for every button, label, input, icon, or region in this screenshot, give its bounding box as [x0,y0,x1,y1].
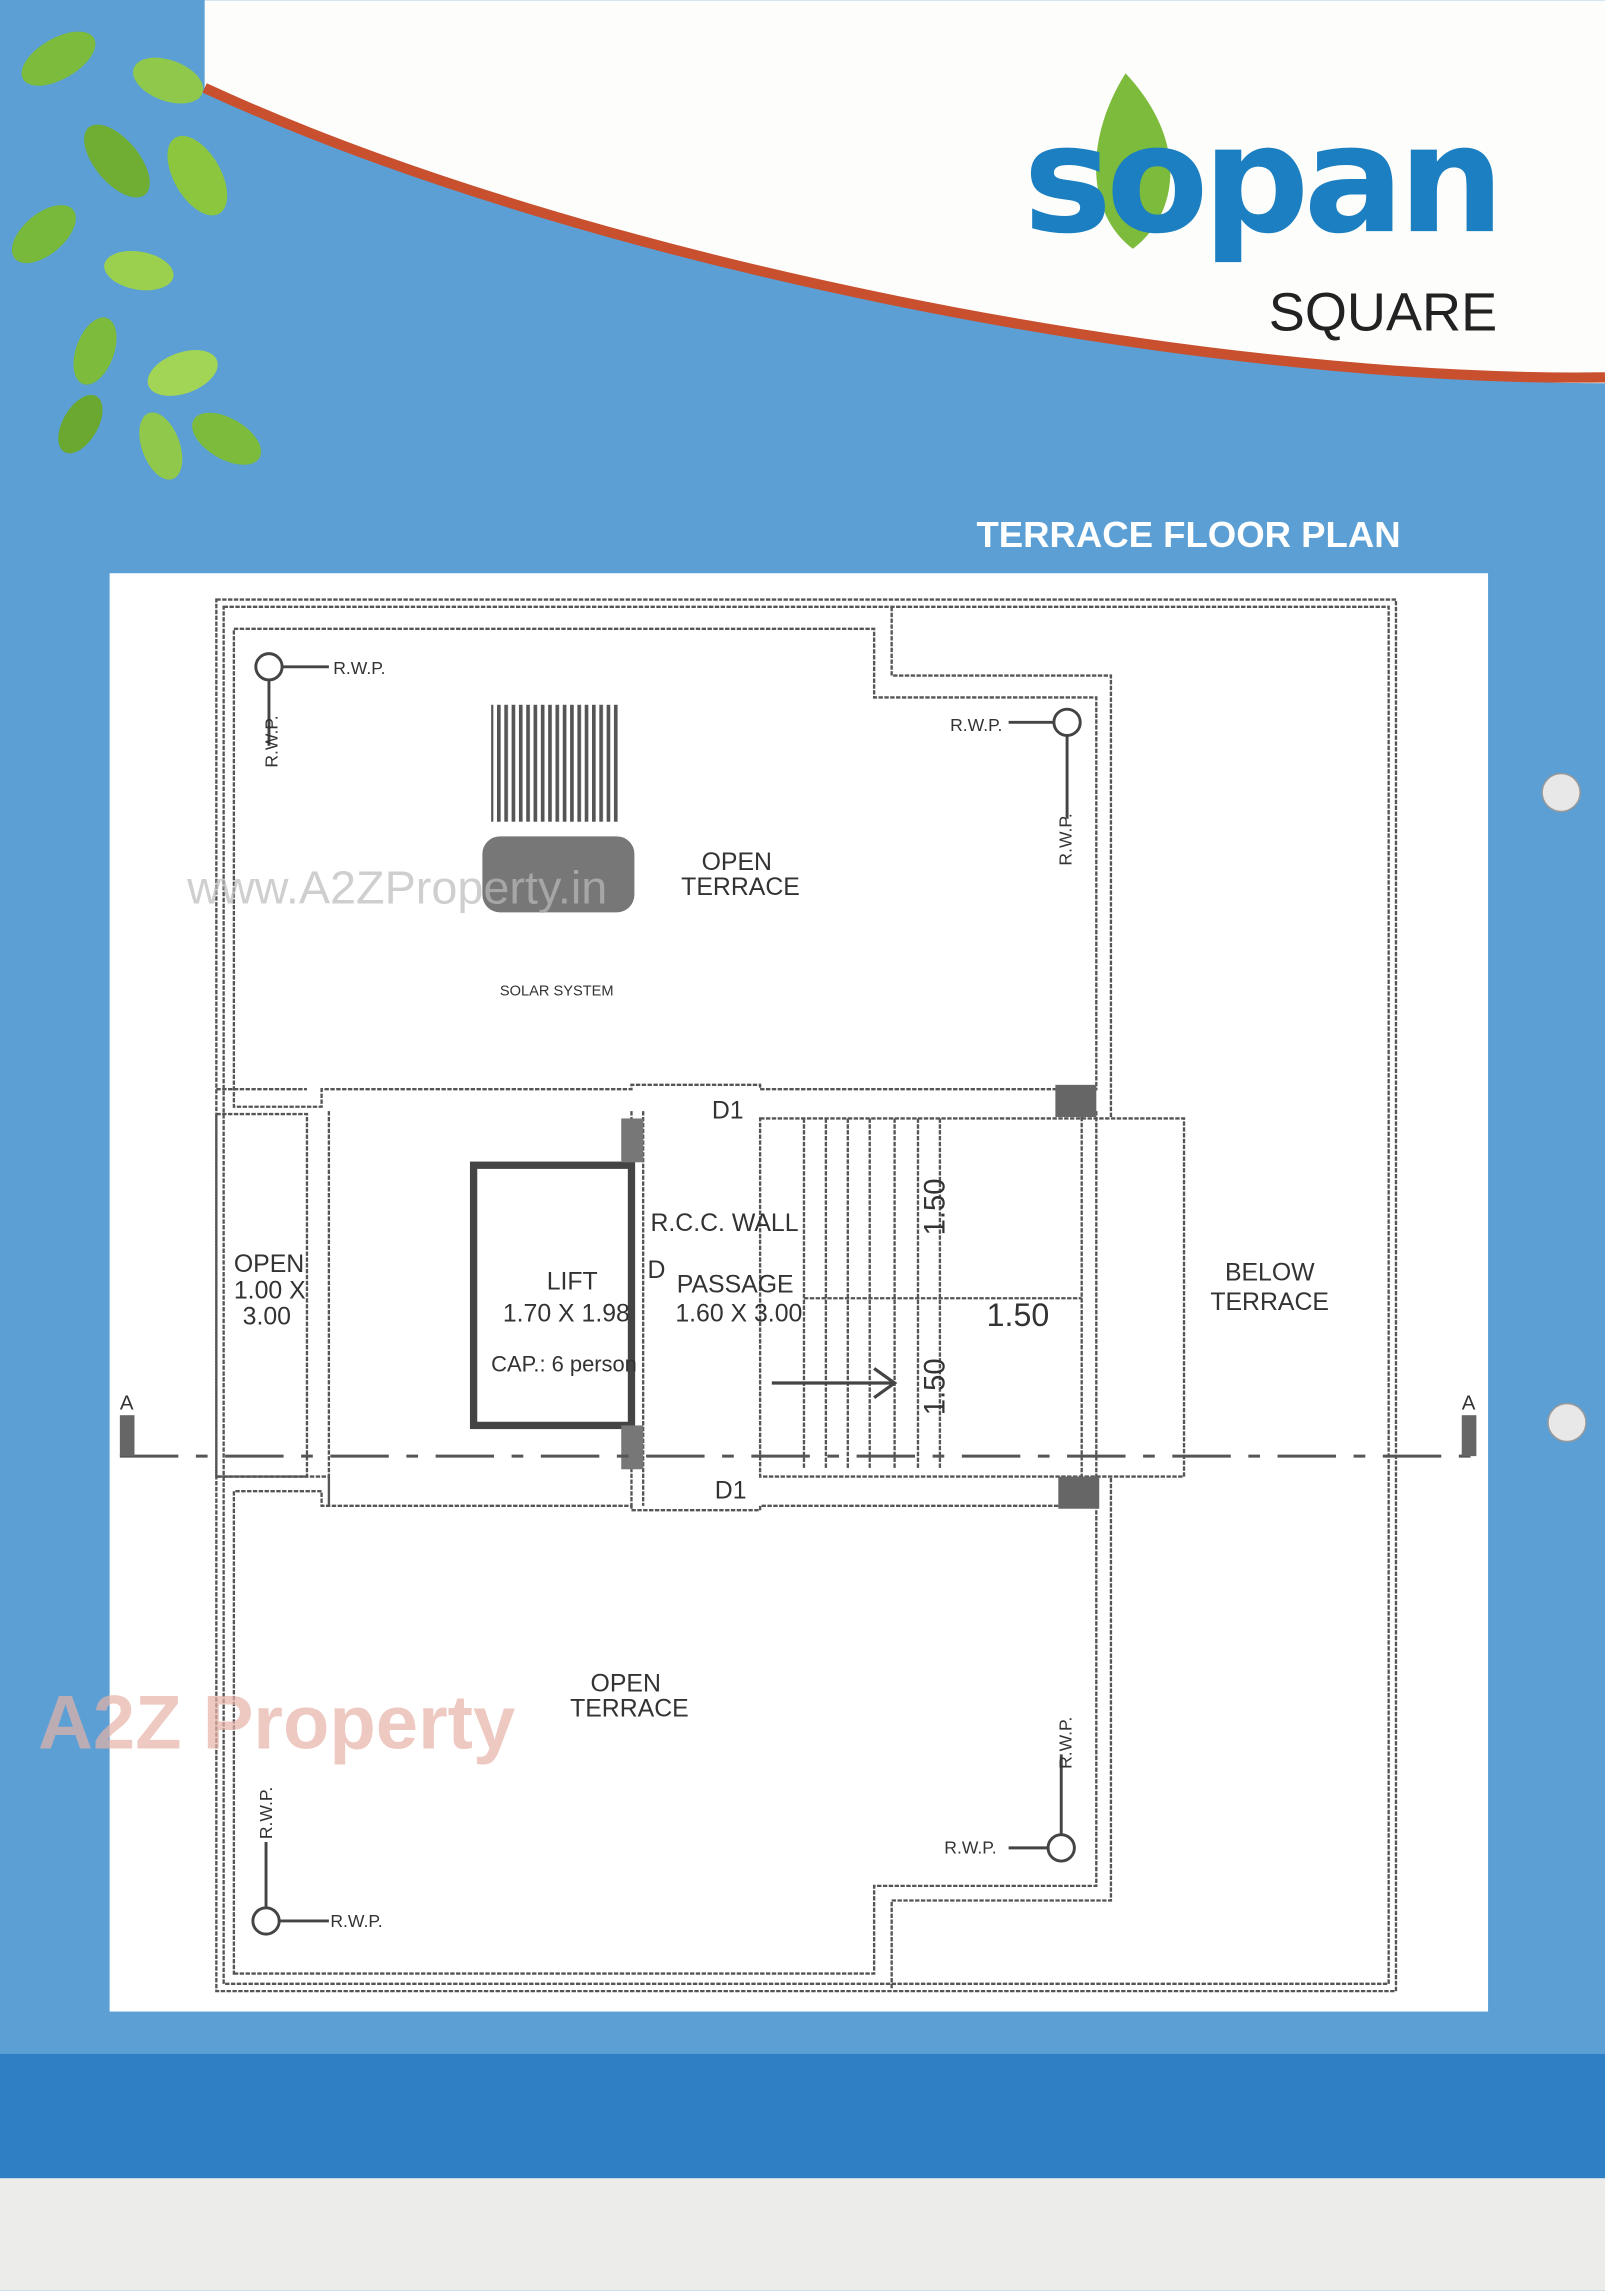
passage-label: PASSAGE [677,1271,794,1298]
header-red-curve [202,83,1605,383]
rcc-wall-label: R.C.C. WALL [650,1210,798,1237]
open-duct-label: OPEN [234,1251,304,1278]
rwp-label: R.W.P. [256,1787,276,1839]
leaf-logo-icon [1096,73,1171,249]
rwp-label: R.W.P. [333,658,385,678]
open-duct-label: 3.00 [243,1304,291,1331]
footer-paper [0,2178,1605,2291]
below-terrace-label: TERRACE [1210,1289,1329,1316]
punch-hole [1547,1402,1587,1443]
watermark-brand: A2Z Property [38,1680,515,1765]
solar-system-label: SOLAR SYSTEM [500,984,614,1000]
rwp-label: R.W.P. [1055,1717,1075,1769]
door-d-label: D [648,1257,666,1284]
rwp-label: R.W.P. [944,1838,996,1858]
section-mark: A [120,1391,134,1414]
door-d1-label: D1 [712,1097,744,1124]
rwp-label: R.W.P. [1055,813,1075,865]
dimension-label: 1.50 [919,1179,951,1236]
brand-name: sopan [1023,94,1498,267]
open-duct-label: 1.00 X [234,1277,306,1304]
lift-label: LIFT [547,1268,598,1295]
below-terrace-label: BELOW [1225,1260,1315,1287]
header-white-area [0,0,1605,384]
open-terrace-label: TERRACE [570,1695,689,1722]
page-title: TERRACE FLOOR PLAN [976,514,1400,555]
rwp-label: R.W.P. [330,1911,382,1931]
section-mark: A [1462,1391,1476,1414]
footer-band [0,2053,1605,2179]
dimension-label: 1.50 [987,1297,1050,1333]
floor-plan-drawing [119,598,1477,1993]
passage-size: 1.60 X 3.00 [675,1301,802,1328]
punch-hole [1541,772,1581,813]
lift-capacity: CAP.: 6 person [491,1351,637,1376]
door-d1-label: D1 [715,1478,747,1505]
open-terrace-label: OPEN [591,1670,661,1697]
floor-plan-panel [109,573,1489,2012]
open-terrace-label: OPEN [702,849,772,876]
brand-logo: sopan SQUARE [1023,73,1504,343]
leaves-decoration-icon [11,31,262,480]
brand-sub: SQUARE [1269,283,1497,343]
open-terrace-label: TERRACE [681,874,800,901]
solar-tank-icon [482,836,635,913]
rwp-label: R.W.P. [262,715,282,767]
solar-panel-icon [491,704,620,822]
dimension-label: 1.50 [919,1358,951,1415]
rwp-label: R.W.P. [950,715,1002,735]
lift-size: 1.70 X 1.98 [503,1301,630,1328]
watermark-url: www.A2ZProperty.in [186,862,607,914]
